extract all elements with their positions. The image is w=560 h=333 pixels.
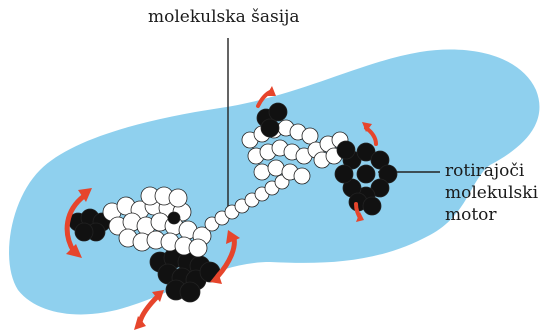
motor-atom	[357, 165, 375, 183]
chassis-atom-right	[254, 164, 270, 180]
motor-atom	[363, 197, 381, 215]
chassis-label: molekulska šasija	[148, 6, 300, 28]
chassis-atom-dark	[168, 212, 180, 224]
motor-label-line-3: motor	[445, 204, 538, 226]
chassis-atom	[169, 189, 187, 207]
chassis-atom-right	[302, 128, 318, 144]
chassis-atom	[189, 239, 207, 257]
motor-label-line-1: rotirajoči	[445, 160, 538, 182]
motor-label-line-2: molekulski	[445, 182, 538, 204]
wheel-atom-bottom	[180, 282, 200, 302]
wheel-atom-top	[269, 103, 287, 121]
motor-label: rotirajoči molekulski motor	[445, 160, 538, 226]
chassis-atom-right	[294, 168, 310, 184]
chassis-atom-right	[268, 160, 284, 176]
motor-atom	[335, 165, 353, 183]
wheel-atom-left	[75, 223, 93, 241]
wheel-atom-top	[261, 119, 279, 137]
motor-atom	[337, 141, 355, 159]
